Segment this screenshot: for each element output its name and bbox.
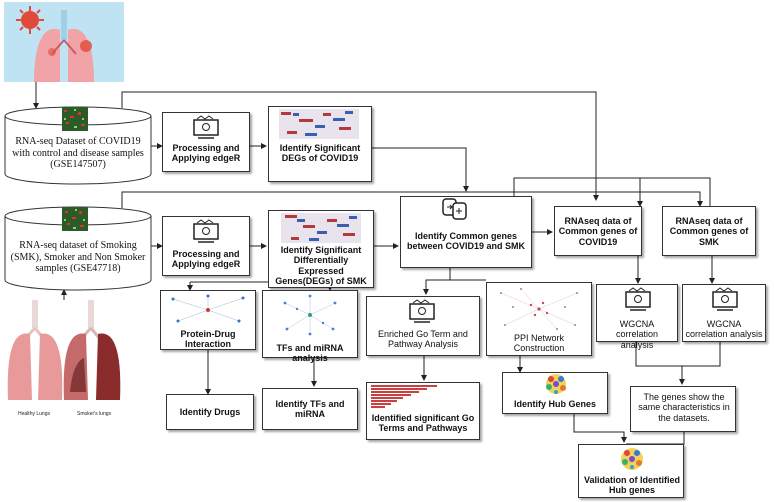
enriched-go-label: Enriched Go Term and Pathway Analysis bbox=[378, 329, 468, 350]
hub-genes-box: Identify Hub Genes bbox=[502, 372, 608, 414]
rnaseq-smoking-label: RNA-seq dataset of Smoking (SMK), Smoker… bbox=[10, 240, 146, 274]
wgcna-2-label: WGCNA correlation analysis bbox=[685, 319, 763, 340]
rnaseq-common-smk-box: RNAseq data of Common genes of SMK bbox=[662, 206, 756, 256]
hub-cluster-thumbnail bbox=[546, 374, 566, 394]
degs-covid-label: Identify Significant DEGs of COVID19 bbox=[279, 143, 361, 164]
wgcna-box-2: WGCNA correlation analysis bbox=[682, 284, 766, 342]
connector bbox=[372, 147, 469, 192]
connector bbox=[449, 268, 486, 281]
hub-cluster-thumbnail bbox=[621, 448, 643, 470]
smoker-lungs-label: Smoker's lungs bbox=[76, 411, 112, 417]
ppi-network-label: PPI Network Construction bbox=[513, 333, 565, 354]
rnaseq-common-covid-box: RNAseq data of Common genes of COVID19 bbox=[554, 206, 642, 256]
heatmap-thumbnail bbox=[279, 109, 359, 139]
protein-drug-label: Protein-Drug Interaction bbox=[180, 329, 236, 350]
connector bbox=[640, 177, 711, 206]
same-characteristics-label: The genes show the same characteristics … bbox=[638, 392, 730, 423]
identify-tfs-label: Identify TFs and miRNA bbox=[275, 399, 345, 420]
processing-edger-box-1: Processing and Applying edgeR bbox=[162, 112, 250, 172]
covid-lungs-image bbox=[4, 2, 124, 82]
monitor-gear-icon bbox=[193, 115, 219, 139]
connector bbox=[626, 432, 685, 445]
identify-tfs-box: Identify TFs and miRNA bbox=[262, 388, 358, 430]
identified-go-label: Identified significant Go Terms and Path… bbox=[371, 413, 475, 434]
common-genes-label: Identify Common genes between COVID19 an… bbox=[406, 231, 526, 252]
validation-box: Validation of Identified Hub genes bbox=[578, 444, 684, 498]
degs-covid-box: Identify Significant DEGs of COVID19 bbox=[268, 106, 372, 182]
connector bbox=[513, 177, 643, 207]
tfs-mirna-box: TFs and miRNA analysis bbox=[262, 290, 358, 363]
degs-smk-label: Identify Significant Differentially Expr… bbox=[275, 245, 367, 287]
processing-2-label: Processing and Applying edgeR bbox=[171, 249, 241, 270]
ppi-network-box: PPI Network Construction bbox=[486, 282, 592, 356]
connector bbox=[423, 279, 450, 295]
bar-chart-thumbnail bbox=[371, 385, 437, 408]
tfs-mirna-label: TFs and miRNA analysis bbox=[276, 343, 344, 364]
connector bbox=[635, 342, 721, 367]
rnaseq-common-smk-label: RNAseq data of Common genes of SMK bbox=[669, 216, 749, 247]
processing-edger-box-2: Processing and Applying edgeR bbox=[162, 216, 250, 276]
virus-icon bbox=[16, 6, 44, 34]
degs-smk-box: Identify Significant Differentially Expr… bbox=[268, 210, 374, 288]
connector bbox=[121, 91, 599, 201]
lungs-comparison-image: Healthy Lungs Smoker's lungs bbox=[4, 300, 124, 422]
merge-icon bbox=[442, 198, 467, 220]
cylinder-rnaseq-smoking bbox=[4, 206, 152, 292]
wgcna-box-1: WGCNA correlation analysis bbox=[596, 284, 678, 350]
rnaseq-common-covid-label: RNAseq data of Common genes of COVID19 bbox=[558, 216, 638, 247]
monitor-gear-icon bbox=[193, 219, 219, 243]
monitor-gear-icon bbox=[625, 287, 651, 311]
common-genes-box: Identify Common genes between COVID19 an… bbox=[400, 196, 532, 268]
heatmap-thumbnail bbox=[281, 213, 361, 243]
protein-drug-box: Protein-Drug Interaction bbox=[160, 290, 256, 350]
identify-drugs-box: Identify Drugs bbox=[166, 394, 254, 430]
connector bbox=[121, 191, 703, 208]
rnaseq-covid-label: RNA-seq Dataset of COVID19 with control … bbox=[12, 136, 144, 170]
connector bbox=[573, 412, 627, 443]
wgcna-1-label: WGCNA correlation analysis bbox=[615, 319, 659, 350]
monitor-gear-icon bbox=[712, 287, 738, 311]
processing-1-label: Processing and Applying edgeR bbox=[171, 143, 241, 164]
validation-label: Validation of Identified Hub genes bbox=[583, 475, 680, 496]
identified-go-box: Identified significant Go Terms and Path… bbox=[366, 382, 480, 440]
hub-genes-label: Identify Hub Genes bbox=[513, 399, 596, 409]
cylinder-rnaseq-covid bbox=[4, 106, 152, 186]
healthy-lungs-label: Healthy Lungs bbox=[18, 411, 50, 417]
enriched-go-box: Enriched Go Term and Pathway Analysis bbox=[366, 296, 480, 356]
network-graph-thumbnail bbox=[171, 294, 245, 323]
network-graph-thumbnail bbox=[500, 288, 578, 330]
network-graph-thumbnail bbox=[283, 294, 337, 336]
identify-drugs-label: Identify Drugs bbox=[179, 407, 241, 417]
monitor-gear-icon bbox=[409, 299, 435, 323]
same-characteristics-box: The genes show the same characteristics … bbox=[630, 386, 736, 432]
